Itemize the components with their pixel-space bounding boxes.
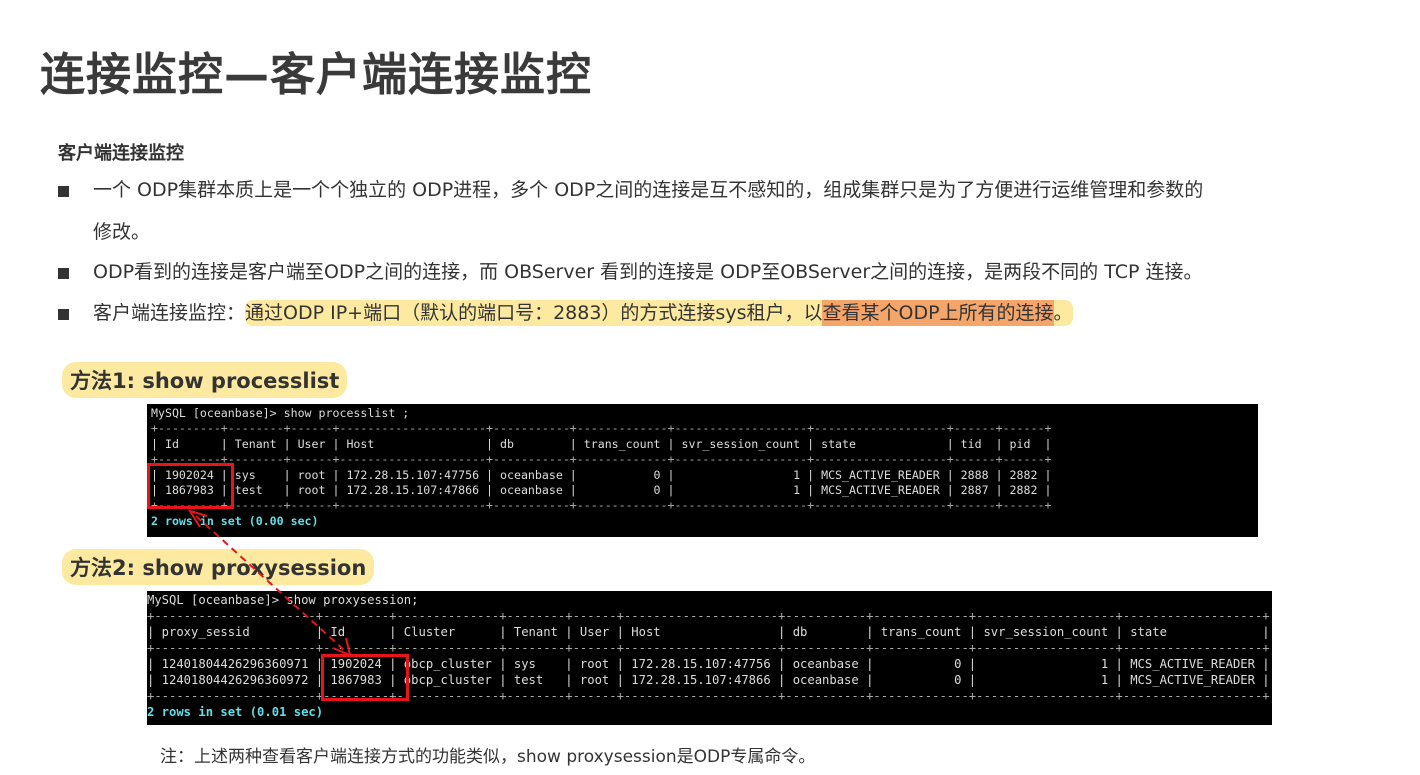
terminal-line: +----------------------+---------+------…	[147, 641, 1270, 655]
id-highlight-box-1	[147, 463, 234, 509]
bullet-text: 一个 ODP集群本质上是一个个独立的 ODP进程，多个 ODP之间的连接是互不感…	[93, 179, 1204, 201]
bullet-text: ODP看到的连接是客户端至ODP之间的连接，而 OBServer 看到的连接是 …	[93, 261, 1203, 283]
terminal-line: MySQL [oceanbase]> show proxysession;	[147, 593, 419, 607]
terminal-line: | Id | Tenant | User | Host | db | trans…	[151, 436, 1052, 451]
terminal-line: +---------+--------+------+-------------…	[151, 421, 1052, 436]
emphasized-text: 查看某个ODP上所有的连接	[822, 300, 1054, 326]
terminal-line: MySQL [oceanbase]> show processlist ;	[151, 406, 410, 420]
terminal-line: +---------+--------+------+-------------…	[151, 498, 1052, 513]
bullet-text-continued: 修改。	[93, 221, 151, 243]
bullet-square-icon	[58, 309, 69, 320]
terminal-line: 2 rows in set (0.01 sec)	[147, 705, 324, 719]
bullet-text: 客户端连接监控：通过ODP IP+端口（默认的端口号：2883）的方式连接sys…	[93, 294, 1073, 332]
terminal-line: +----------------------+---------+------…	[147, 609, 1270, 623]
bullet-square-icon	[58, 268, 69, 279]
page-title: 连接监控—客户端连接监控	[40, 48, 593, 101]
terminal-line: | 12401804426296360971 | 1902024 | obcp_…	[147, 657, 1270, 671]
method2-label: 方法2: show proxysession	[62, 549, 375, 585]
terminal-line: +----------------------+---------+------…	[147, 689, 1270, 703]
terminal-line: | 1867983 | test | root | 172.28.15.107:…	[151, 482, 1052, 497]
highlighted-text: 通过ODP IP+端口（默认的端口号：2883）的方式连接sys租户，以查看某个…	[245, 300, 1073, 326]
bullet-square-icon	[58, 186, 69, 197]
terminal-line: 2 rows in set (0.00 sec)	[151, 513, 319, 528]
id-highlight-box-2	[321, 654, 409, 701]
terminal-proxysession: MySQL [oceanbase]> show proxysession; +--…	[147, 591, 1272, 725]
terminal-line: | 1902024 | sys | root | 172.28.15.107:4…	[151, 467, 1052, 482]
terminal-line: | 12401804426296360972 | 1867983 | obcp_…	[147, 673, 1270, 687]
footnote: 注：上述两种查看客户端连接方式的功能类似，show proxysession是O…	[160, 747, 816, 767]
section-heading: 客户端连接监控	[58, 143, 184, 164]
highlight-part: 通过ODP IP+端口（默认的端口号：2883）的方式连接sys租户，以	[245, 302, 823, 324]
bullet-prefix: 客户端连接监控：	[93, 302, 246, 324]
terminal-processlist: MySQL [oceanbase]> show processlist ;+--…	[147, 404, 1258, 537]
terminal-line: +---------+--------+------+-------------…	[151, 452, 1052, 467]
terminal-line: | proxy_sessid | Id | Cluster | Tenant |…	[147, 625, 1270, 639]
highlight-suffix: 。	[1053, 302, 1073, 324]
method1-label: 方法1: show processlist	[62, 362, 348, 398]
